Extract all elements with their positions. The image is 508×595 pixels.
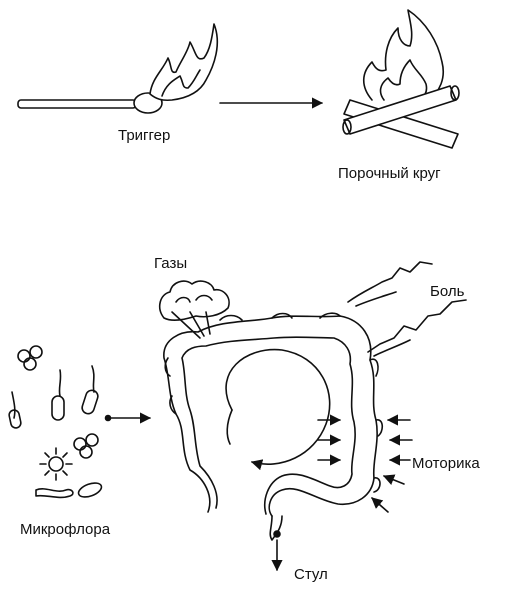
motility-label: Моторика bbox=[412, 455, 480, 472]
trigger-label: Триггер bbox=[118, 127, 171, 144]
stool-label: Стул bbox=[294, 566, 328, 583]
gases-label: Газы bbox=[154, 255, 188, 272]
colon-icon bbox=[163, 312, 384, 572]
pain-label: Боль bbox=[430, 283, 465, 300]
campfire-icon bbox=[342, 9, 460, 149]
pain-icon bbox=[347, 261, 467, 357]
gas-bubbles-icon bbox=[158, 280, 230, 339]
motility-arrows-icon bbox=[317, 414, 413, 513]
cycle-arrow-icon bbox=[225, 348, 331, 471]
microflora-label: Микрофлора bbox=[20, 521, 111, 538]
microflora-icon bbox=[8, 345, 152, 499]
vicious-circle-label: Порочный круг bbox=[338, 165, 441, 182]
match-icon bbox=[17, 23, 219, 114]
